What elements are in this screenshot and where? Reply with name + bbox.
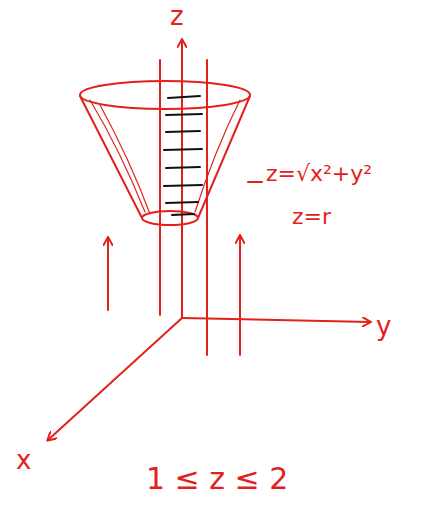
flux-arrow [239, 236, 241, 355]
cylinder-line [159, 232, 161, 315]
x-axis [48, 318, 182, 440]
cylinder-line [206, 232, 208, 355]
axis-label: x [16, 446, 31, 475]
cone-top-ellipse [80, 81, 250, 109]
cylinder-line [159, 60, 161, 232]
flux-arrow [107, 238, 109, 310]
hatching [164, 96, 202, 215]
axis-label: y [376, 312, 391, 341]
y-axis [182, 318, 370, 322]
surface-equation: z=√x²+y² [266, 162, 372, 186]
axis-label: z [170, 2, 184, 31]
bounds-note: 1 ≤ z ≤ 2 [146, 462, 288, 495]
cone-side [80, 96, 142, 218]
surface-equation: z=r [292, 205, 331, 229]
cone-shading [90, 100, 240, 214]
cone-side [198, 96, 250, 218]
cone-bottom-ellipse [142, 211, 198, 225]
leader-arrow [248, 181, 262, 183]
cylinder-line [206, 60, 208, 232]
